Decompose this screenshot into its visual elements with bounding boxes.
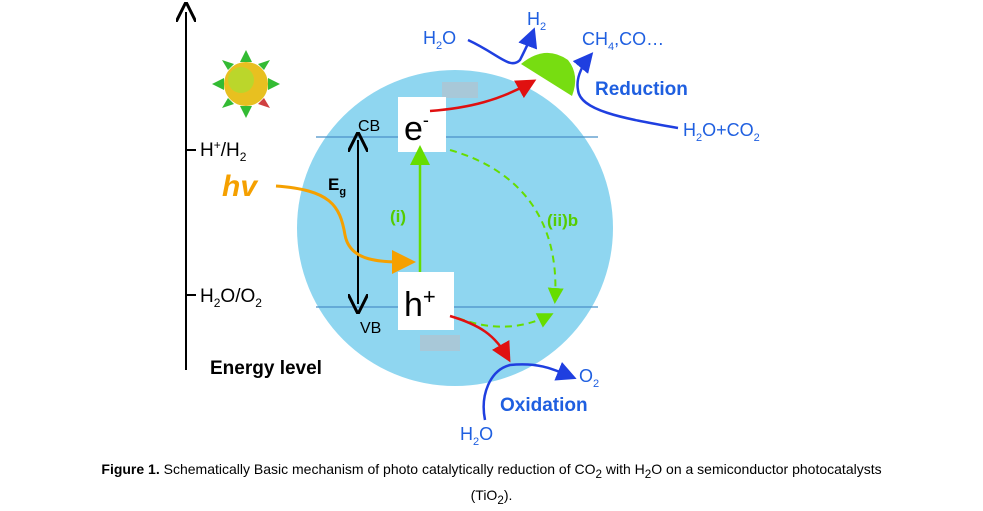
cb-label: CB (358, 118, 380, 135)
reduction-label: Reduction (595, 79, 688, 100)
figure-caption: Figure 1. Schematically Basic mechanism … (101, 461, 882, 507)
photon-label: hv (222, 170, 259, 203)
hole-label: h+ (404, 284, 436, 324)
reduction-h2o: H2O (423, 28, 456, 52)
energy-level-title: Energy level (210, 358, 322, 379)
path-i-label: (i) (390, 207, 406, 226)
cocatalyst (521, 52, 576, 96)
sun-icon (212, 50, 280, 118)
h2o-o2-label: H2O/O2 (200, 286, 262, 310)
path-iib-label: (ii)b (547, 211, 578, 230)
reduction-h2: H2 (527, 9, 546, 33)
oxidation-h2o: H2O (460, 424, 493, 448)
reduction-products: CH4,CO… (582, 29, 664, 53)
reduction-reactants: H2O+CO2 (683, 120, 760, 144)
oxidation-label: Oxidation (500, 395, 588, 416)
oxidation-o2: O2 (579, 366, 599, 390)
h-plus-h2-label: H+/H2 (200, 138, 247, 164)
vb-label: VB (360, 320, 381, 337)
diagram: H+/H2 H2O/O2 Energy level CB VB Eg hv e-… (0, 0, 760, 448)
electron-label: e- (404, 110, 429, 148)
band-gap-label: Eg (328, 175, 346, 198)
